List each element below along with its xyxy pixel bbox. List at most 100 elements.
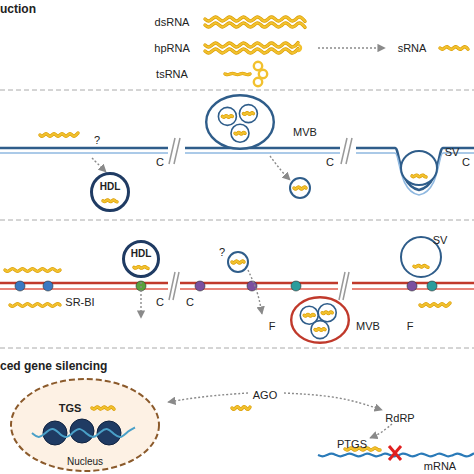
rna-outline xyxy=(420,303,450,306)
rna-strand xyxy=(5,269,60,272)
rna-outline xyxy=(232,407,250,410)
node-label: SV xyxy=(433,235,448,246)
released-vesicle xyxy=(290,178,310,198)
node-outline xyxy=(290,296,350,344)
figure-label: C xyxy=(156,157,164,168)
figure-label: C xyxy=(156,297,164,308)
cleavage-mark xyxy=(389,446,401,460)
rna-outline xyxy=(205,17,305,21)
membrane-protein xyxy=(407,281,417,291)
cleavage-mark xyxy=(389,446,401,460)
intraluminal-vesicle xyxy=(218,107,236,125)
vesicle-node: SV xyxy=(400,236,442,278)
break-mark xyxy=(343,272,349,300)
rna-outline xyxy=(40,133,78,136)
dotted-arrow xyxy=(92,158,106,172)
node-label: MVB xyxy=(356,321,380,332)
dotted-arrow xyxy=(168,393,248,402)
panel-separator xyxy=(0,348,474,349)
rna-outline xyxy=(205,49,298,53)
rna-outline xyxy=(232,261,244,263)
vesicle-node: HDL xyxy=(90,172,130,212)
dotted-arrow xyxy=(370,424,392,438)
trna-loop xyxy=(254,78,262,86)
node-label: TGS xyxy=(59,403,82,414)
rna-strand xyxy=(235,132,245,134)
rna-outline xyxy=(10,304,60,307)
rna-outline xyxy=(92,407,114,409)
dotted-arrow xyxy=(284,393,382,410)
rna-outline xyxy=(134,267,148,269)
dotted-arrow xyxy=(248,270,262,314)
figure-label: AGO xyxy=(253,390,277,401)
membrane-protein xyxy=(43,281,53,291)
node-outline xyxy=(90,172,130,212)
fusing-vesicle xyxy=(228,252,248,272)
panel-heading: ced gene silencing xyxy=(0,360,107,372)
node-shape xyxy=(206,95,274,149)
rna-outline xyxy=(294,187,306,189)
rna-outline xyxy=(5,269,60,272)
rna-strand xyxy=(294,187,306,189)
membrane-protein xyxy=(15,281,25,291)
figure-label: RdRP xyxy=(385,413,414,424)
rna-outline xyxy=(414,265,428,267)
panel-heading: uction xyxy=(0,3,36,15)
rna-outline xyxy=(205,23,305,27)
rna-outline xyxy=(225,73,250,74)
node-shape xyxy=(11,379,159,471)
figure-label: dsRNA xyxy=(155,17,190,28)
figure-label: mRNA xyxy=(424,461,456,472)
break-mark xyxy=(169,138,175,164)
rna-strand xyxy=(304,314,314,316)
rna-outline xyxy=(440,47,468,50)
panel-separator xyxy=(0,90,474,91)
node-outline xyxy=(400,150,438,186)
node-shape xyxy=(291,297,349,343)
node-shape xyxy=(401,151,437,185)
break-mark xyxy=(341,138,347,164)
membrane-protein xyxy=(195,281,205,291)
intraluminal-vesicle xyxy=(239,105,257,123)
break-mark xyxy=(346,138,352,164)
rna-strand xyxy=(103,200,117,202)
trna-loop xyxy=(254,62,262,70)
figure-label: SR-BI xyxy=(65,297,94,308)
rna-strand xyxy=(225,73,250,74)
node-label: HDL xyxy=(131,249,152,259)
rna-strand xyxy=(205,49,298,53)
vesicle-node: TGS Nucleus xyxy=(10,378,160,472)
figure-label: F xyxy=(269,321,276,332)
figure-label: C xyxy=(462,157,470,168)
node-label: Nucleus xyxy=(67,457,103,467)
intraluminal-vesicle xyxy=(311,321,329,339)
dotted-arrow xyxy=(270,156,290,180)
node-shape xyxy=(124,242,159,277)
figure-label: PTGS xyxy=(337,439,367,450)
figure-label: C xyxy=(326,157,334,168)
rna-strand xyxy=(205,17,305,21)
node-outline xyxy=(122,240,160,278)
rna-outline xyxy=(103,200,117,202)
figure-label: hpRNA xyxy=(154,43,189,54)
rna-strand xyxy=(92,407,114,409)
dotted-arrow xyxy=(140,282,141,318)
node-shape xyxy=(92,174,129,211)
rna-strand xyxy=(205,23,305,27)
dna-strand xyxy=(32,427,135,436)
membrane-protein xyxy=(291,281,301,291)
membrane-inner xyxy=(0,152,168,154)
rna-outline xyxy=(205,43,298,47)
rna-strand xyxy=(10,304,60,307)
rna-outline xyxy=(304,314,314,316)
rna-strand xyxy=(322,312,332,314)
dotted-arrow xyxy=(318,47,385,48)
rna-strand xyxy=(243,113,253,115)
node-label: MVB xyxy=(293,127,317,138)
hairpin-loop xyxy=(298,45,301,51)
figure-label: ? xyxy=(94,135,100,146)
figure-label: tsRNA xyxy=(156,69,188,80)
panel-separator xyxy=(0,220,474,221)
vesicle-node: SV xyxy=(400,150,438,186)
